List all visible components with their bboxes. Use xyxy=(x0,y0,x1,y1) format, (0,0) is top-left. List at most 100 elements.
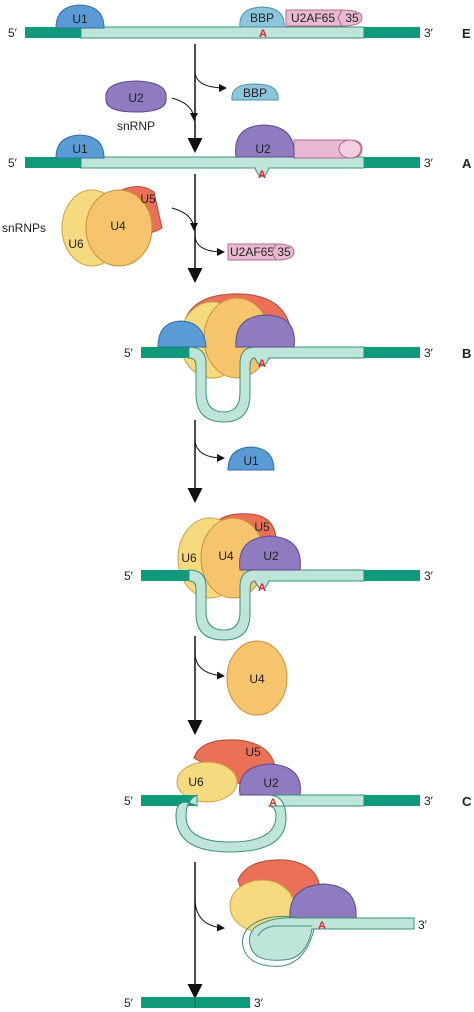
exon-3 xyxy=(364,27,420,38)
bbp-released xyxy=(231,83,279,101)
u2af35-protein xyxy=(337,9,363,27)
five-prime-label: 5′ xyxy=(124,569,134,583)
u2-snrnp-free xyxy=(105,80,167,113)
three-prime-label: 3′ xyxy=(424,26,434,40)
u4-snrnp-free xyxy=(85,189,153,267)
snrnps-label: snRNPs xyxy=(2,221,46,235)
exon-3 xyxy=(364,570,420,581)
release-arrow xyxy=(194,235,225,256)
u2af35-protein xyxy=(338,139,362,159)
five-prime-label: 5′ xyxy=(124,996,134,1010)
u6-label: U6 xyxy=(188,775,204,789)
u2-snrnp xyxy=(289,883,357,919)
release-arrow xyxy=(194,653,225,680)
stage-b-complex: 5′ 3′ A B xyxy=(124,293,471,423)
u2af35-label: 35 xyxy=(345,11,359,25)
stage-e-complex: 5′ 3′ U1 BBP U2AF65 35 A E xyxy=(8,4,471,41)
exon-5 xyxy=(141,997,195,1008)
exon-3 xyxy=(364,347,420,358)
u2af65-label: U2AF65 xyxy=(291,11,335,25)
join-arrow xyxy=(171,207,198,231)
u2-snrnp xyxy=(239,763,301,796)
u2-label: U2 xyxy=(128,91,144,105)
transition-b2-c: U4 xyxy=(187,636,288,735)
u1-snrnp xyxy=(55,4,105,29)
branch-point-a: A xyxy=(258,169,266,181)
join-arrow xyxy=(171,97,198,121)
u6-snrnp xyxy=(176,761,238,803)
three-prime-label: 3′ xyxy=(424,794,434,808)
three-prime-label: 3′ xyxy=(418,918,428,932)
three-prime-label: 3′ xyxy=(424,346,434,360)
u5-label: U5 xyxy=(140,192,156,206)
transition-e-a: U2 snRNP BBP xyxy=(105,44,279,153)
bbp-released-label: BBP xyxy=(243,86,267,100)
transition-b-bact: U1 xyxy=(187,420,275,503)
u6-label: U6 xyxy=(68,237,84,251)
five-prime-label: 5′ xyxy=(8,156,18,170)
u1-label: U1 xyxy=(72,12,88,26)
stage-a-label: A xyxy=(462,156,472,171)
exon-5 xyxy=(25,27,81,38)
exon-5 xyxy=(141,347,189,358)
lariat-inner xyxy=(257,925,312,937)
five-prime-label: 5′ xyxy=(124,794,134,808)
stage-c-label: C xyxy=(462,794,472,809)
three-prime-label: 3′ xyxy=(424,156,434,170)
bbp-label: BBP xyxy=(250,11,274,25)
u2-snrnp xyxy=(235,124,295,158)
exon-3 xyxy=(364,795,420,806)
branch-point-a: A xyxy=(318,920,326,932)
u5-label: U5 xyxy=(254,520,270,534)
u2af65-released-label: U2AF65 xyxy=(230,245,274,259)
u2-label: U2 xyxy=(263,549,279,563)
stage-a-complex: 5′ 3′ U1 U2 A A xyxy=(8,124,472,181)
snrnp-label: snRNP xyxy=(117,119,155,133)
u5-label: U5 xyxy=(245,745,261,759)
u4-released xyxy=(226,640,288,716)
lariat-outline xyxy=(242,915,415,967)
five-prime-label: 5′ xyxy=(124,346,134,360)
u2-label: U2 xyxy=(255,142,271,156)
u2-label: U2 xyxy=(263,776,279,790)
u2af35-released xyxy=(271,243,295,261)
exon-5 xyxy=(141,570,189,581)
lariat-loop xyxy=(175,794,365,853)
three-prime-label: 3′ xyxy=(424,569,434,583)
u6-label: U6 xyxy=(181,551,197,565)
u1-label: U1 xyxy=(72,142,88,156)
release-arrow xyxy=(194,439,225,462)
branch-point-a: A xyxy=(258,582,266,594)
release-arrow xyxy=(194,899,225,932)
u2-snrnp xyxy=(239,535,301,571)
stage-b2-complex: 5′ 3′ U5 U4 U6 U2 A xyxy=(124,513,434,641)
u4-label: U4 xyxy=(218,549,234,563)
u1-released-label: U1 xyxy=(243,454,259,468)
five-prime-label: 5′ xyxy=(8,26,18,40)
u2af35-released-label: 35 xyxy=(277,245,291,259)
intron-loop xyxy=(188,340,365,423)
transition-a-b: U5 U4 U6 snRNPs U2AF65 35 xyxy=(2,174,295,283)
u1-snrnp xyxy=(157,320,207,348)
u1-snrnp xyxy=(55,134,105,159)
stage-b-label: B xyxy=(462,346,471,361)
u4-released-label: U4 xyxy=(249,672,265,686)
lariat-intron xyxy=(248,917,415,961)
bbp-protein xyxy=(239,6,285,28)
transition-c-products xyxy=(187,862,225,999)
u1-released xyxy=(227,446,275,471)
exon-3 xyxy=(195,997,250,1008)
lariat-intron-complex: A 3′ xyxy=(229,859,428,967)
branch-point-a: A xyxy=(258,358,266,370)
stage-e-label: E xyxy=(462,26,471,41)
stage-c-complex: 5′ 3′ U5 U6 U2 A C xyxy=(124,739,472,853)
branch-point-a: A xyxy=(259,28,267,40)
u4-label: U4 xyxy=(110,219,126,233)
release-arrow xyxy=(194,71,227,92)
exon-5 xyxy=(25,157,81,168)
exon-5 xyxy=(141,795,197,806)
intron-loop xyxy=(188,563,365,641)
three-prime-label: 3′ xyxy=(254,996,264,1010)
